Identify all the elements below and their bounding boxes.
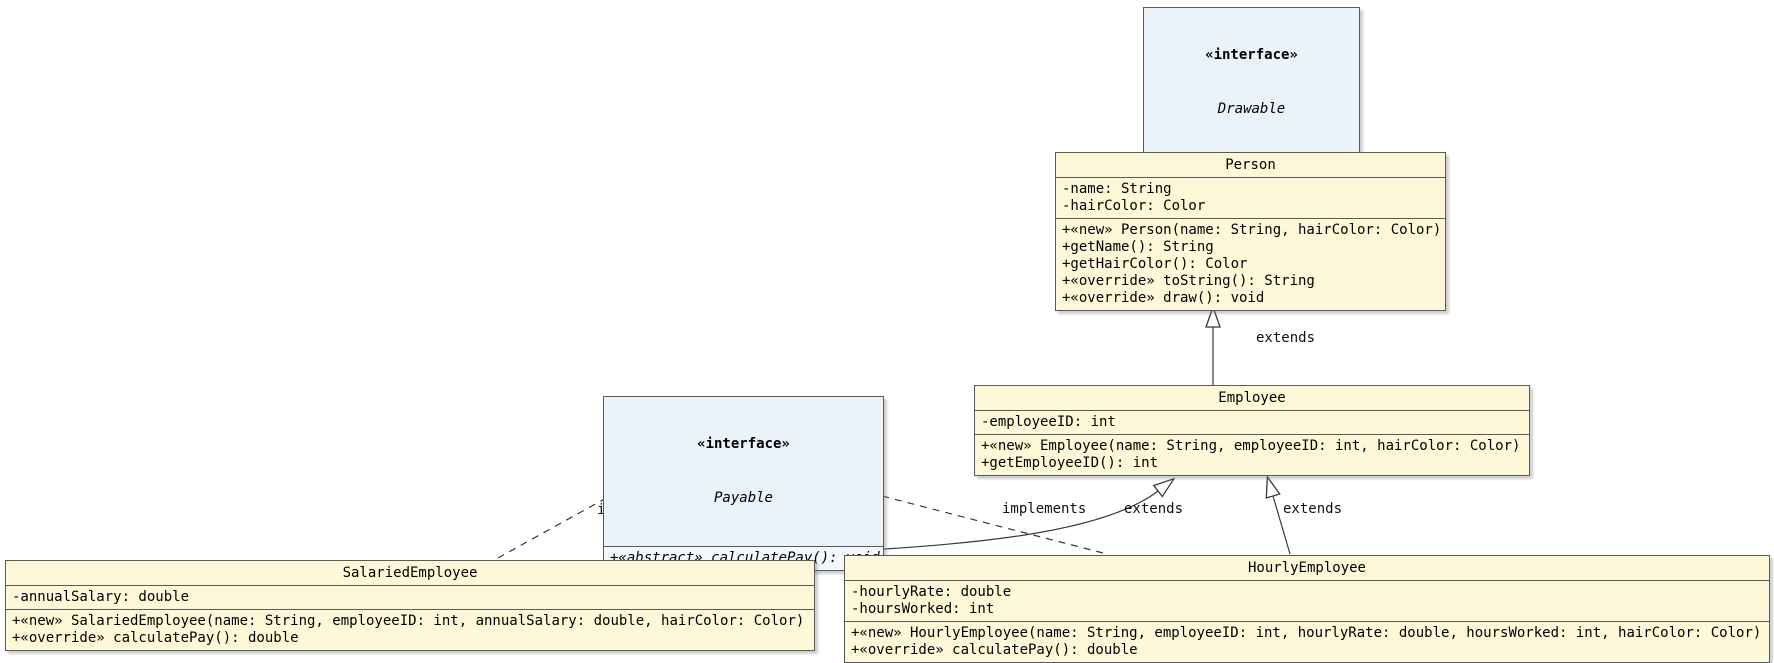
attributes-compartment: -name: String -hairColor: Color (1056, 178, 1445, 218)
class-box-person: Person -name: String -hairColor: Color +… (1055, 152, 1446, 311)
class-name: SalariedEmployee (6, 561, 814, 586)
edge-label-implements: implements (1002, 501, 1087, 517)
method: +getName(): String (1062, 239, 1214, 255)
method: +«override» calculatePay(): double (851, 642, 1138, 658)
stereotype-label: «interface» (697, 436, 790, 452)
interface-box-payable: «interface» Payable +«abstract» calculat… (603, 396, 884, 571)
method: +«new» SalariedEmployee(name: String, em… (12, 613, 805, 629)
stereotype-label: «interface» (1205, 47, 1298, 63)
method: +getEmployeeID(): int (981, 455, 1159, 471)
method: +«new» HourlyEmployee(name: String, empl… (851, 625, 1762, 641)
class-name: Employee (975, 386, 1529, 411)
interface-header: «interface» Payable (604, 397, 883, 547)
method: +«override» calculatePay(): double (12, 630, 299, 646)
attribute: -annualSalary: double (12, 589, 190, 605)
attribute: -employeeID: int (981, 414, 1116, 430)
attributes-compartment: -annualSalary: double (6, 586, 814, 609)
attribute: -hourlyRate: double (851, 584, 1012, 600)
methods-compartment: +«new» Employee(name: String, employeeID… (975, 434, 1529, 475)
class-name: HourlyEmployee (845, 556, 1769, 581)
attribute: -name: String (1062, 181, 1172, 197)
interface-header: «interface» Drawable (1144, 8, 1359, 158)
interface-name: Drawable (1217, 101, 1286, 117)
method: +getHairColor(): Color (1062, 256, 1248, 272)
edge-hourly-extends-employee (1265, 474, 1291, 555)
method: +«new» Employee(name: String, employeeID… (981, 438, 1521, 454)
attributes-compartment: -hourlyRate: double -hoursWorked: int (845, 581, 1769, 621)
attribute: -hoursWorked: int (851, 601, 995, 617)
methods-compartment: +«new» SalariedEmployee(name: String, em… (6, 609, 814, 650)
attribute: -hairColor: Color (1062, 198, 1206, 214)
edge-label-extends: extends (1256, 330, 1316, 346)
interface-name: Payable (713, 490, 773, 506)
method: +«new» Person(name: String, hairColor: C… (1062, 222, 1442, 238)
edge-label-extends: extends (1124, 501, 1184, 517)
class-box-salaried-employee: SalariedEmployee -annualSalary: double +… (5, 560, 815, 651)
class-box-hourly-employee: HourlyEmployee -hourlyRate: double -hour… (844, 555, 1770, 663)
methods-compartment: +«new» Person(name: String, hairColor: C… (1056, 218, 1445, 310)
class-box-employee: Employee -employeeID: int +«new» Employe… (974, 385, 1530, 476)
class-name: Person (1056, 153, 1445, 178)
method: +«override» draw(): void (1062, 290, 1265, 306)
edge-label-extends: extends (1283, 501, 1343, 517)
methods-compartment: +«new» HourlyEmployee(name: String, empl… (845, 621, 1769, 662)
attributes-compartment: -employeeID: int (975, 411, 1529, 434)
method: +«override» toString(): String (1062, 273, 1315, 289)
